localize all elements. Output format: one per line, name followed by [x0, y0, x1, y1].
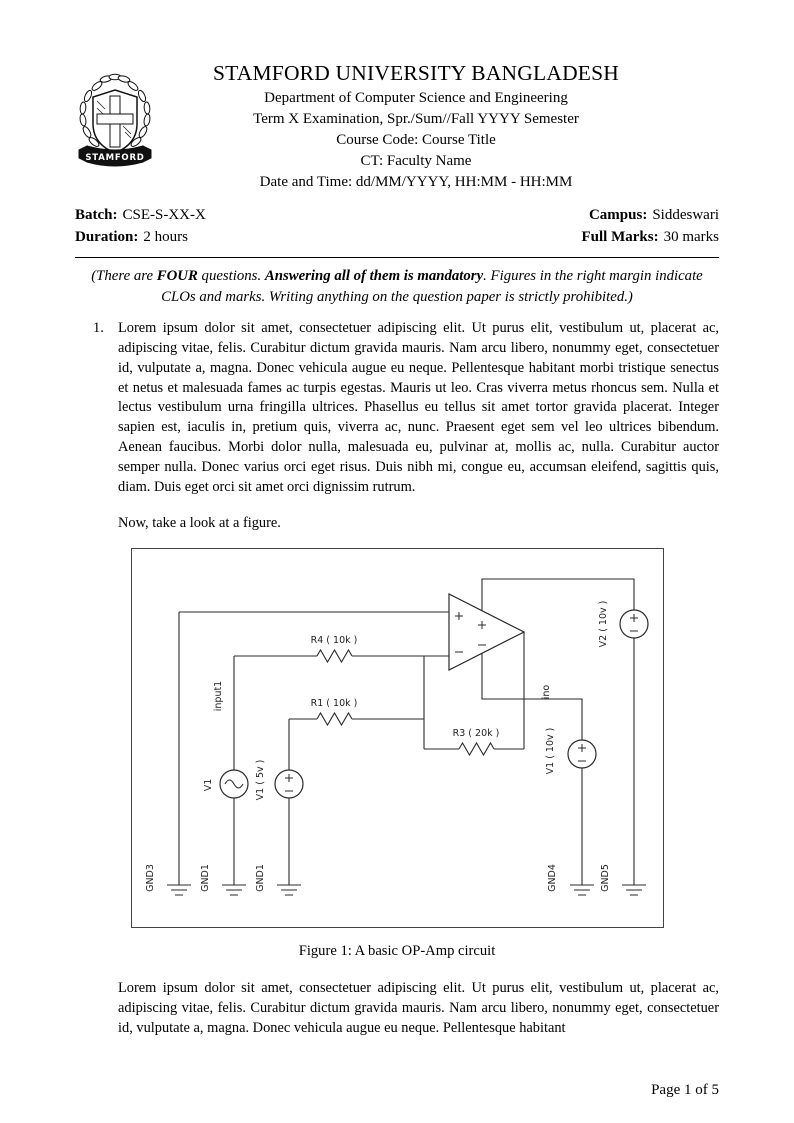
r1-label: R1 ( 10k ): [310, 698, 357, 709]
instructions-bold-four: FOUR: [156, 268, 198, 284]
batch-label: Batch:: [75, 207, 118, 223]
ground-symbol-gnd4: [569, 884, 594, 896]
resistor-r4-symbol: [316, 649, 352, 664]
header-line-datetime: Date and Time: dd/MM/YYYY, HH:MM - HH:MM: [259, 174, 573, 190]
full-marks-value: 30 marks: [663, 229, 719, 245]
v2-10v-label: V2 ( 10v ): [598, 601, 609, 648]
figure-caption: Figure 1: A basic OP-Amp circuit: [298, 943, 496, 960]
source-v1-5v-symbol: [273, 769, 304, 799]
circuit-wires: [177, 578, 635, 886]
meta-left-column: Batch:CSE-S-XX-X Duration:2 hours: [75, 204, 206, 248]
university-logo: STAMFORD: [73, 70, 157, 179]
gnd1-a-label: GND1: [200, 864, 211, 892]
duration-label: Duration:: [75, 229, 139, 245]
crest-wreath: [79, 73, 151, 147]
exam-meta: Batch:CSE-S-XX-X Duration:2 hours Campus…: [75, 204, 719, 248]
v1-5v-label: V1 ( 5v ): [255, 760, 266, 801]
gnd4-label: GND4: [547, 864, 558, 892]
ground-symbol-gnd1-a: [221, 884, 246, 896]
meta-right-column: Campus:Siddeswari Full Marks:30 marks: [581, 204, 719, 248]
header-line-ct: CT: Faculty Name: [360, 153, 472, 169]
body-paragraph: Lorem ipsum dolor sit amet, consectetuer…: [118, 980, 719, 1036]
instructions-note: (There are FOUR questions. Answering all…: [75, 266, 719, 307]
campus-value: Siddeswari: [652, 207, 719, 223]
source-v1-10v-symbol: [566, 739, 597, 769]
crest-shield-icon: [92, 89, 138, 154]
source-v1-sine-symbol: [218, 769, 249, 799]
gnd1-b-label: GND1: [255, 864, 266, 892]
header-line-term: Term X Examination, Spr./Sum//Fall YYYY …: [253, 111, 579, 127]
resistor-r1-symbol: [316, 712, 352, 727]
resistor-r3-symbol: [458, 742, 494, 757]
question-body: Lorem ipsum dolor sit amet, consectetuer…: [118, 320, 719, 495]
instructions-text: (There are: [91, 268, 157, 284]
batch-value: CSE-S-XX-X: [122, 207, 206, 223]
figure-intro: Now, take a look at a figure.: [118, 515, 281, 532]
r3-label: R3 ( 20k ): [452, 728, 499, 739]
instructions-bold-mandatory: Answering all of them is mandatory: [264, 268, 484, 284]
batch-row: Batch:CSE-S-XX-X: [75, 204, 206, 226]
horizontal-rule: [75, 257, 719, 258]
gnd5-label: GND5: [600, 864, 611, 892]
input1-label: input1: [213, 681, 224, 711]
page-number: Page 1 of 5: [651, 1082, 719, 1098]
v1-label: V1: [203, 779, 214, 792]
duration-row: Duration:2 hours: [75, 226, 206, 248]
gnd3-label: GND3: [145, 864, 156, 892]
opamp-symbol: [447, 593, 525, 672]
campus-row: Campus:Siddeswari: [581, 204, 719, 226]
logo-banner-text: STAMFORD: [85, 153, 144, 163]
header-line-department: Department of Computer Science and Engin…: [264, 90, 568, 106]
header-line-course: Course Code: Course Title: [336, 132, 496, 148]
exam-header: STAMFORD UNIVERSITY BANGLADESH Departmen…: [113, 58, 719, 193]
source-v2-10v-symbol: [618, 609, 649, 639]
instructions-text: questions.: [197, 268, 265, 284]
full-marks-row: Full Marks:30 marks: [581, 226, 719, 248]
duration-value: 2 hours: [143, 229, 188, 245]
campus-label: Campus:: [588, 207, 648, 223]
opamp-circuit-figure: R4 ( 10k ) R1 ( 10k ) R3 ( 20k ) input1 …: [145, 578, 649, 896]
stamford-crest-icon: STAMFORD: [78, 73, 152, 167]
instructions-text: . Figures in the right margin indicate C…: [161, 268, 703, 305]
ground-symbol-gnd5: [621, 884, 646, 896]
ground-symbol-gnd1-b: [276, 884, 301, 896]
figure-box: R4 ( 10k ) R1 ( 10k ) R3 ( 20k ) input1 …: [130, 548, 664, 929]
ground-symbol-gnd3: [166, 884, 191, 896]
question-number: 1.: [93, 320, 104, 337]
ino-label: ino: [541, 685, 552, 700]
crest-banner: STAMFORD: [78, 145, 152, 167]
r4-label: R4 ( 10k ): [310, 635, 357, 646]
university-name: STAMFORD UNIVERSITY BANGLADESH: [212, 61, 620, 85]
v1-10v-label: V1 ( 10v ): [545, 728, 556, 775]
full-marks-label: Full Marks:: [581, 229, 659, 245]
question-item-1: 1. Lorem ipsum dolor sit amet, consectet…: [93, 319, 719, 497]
